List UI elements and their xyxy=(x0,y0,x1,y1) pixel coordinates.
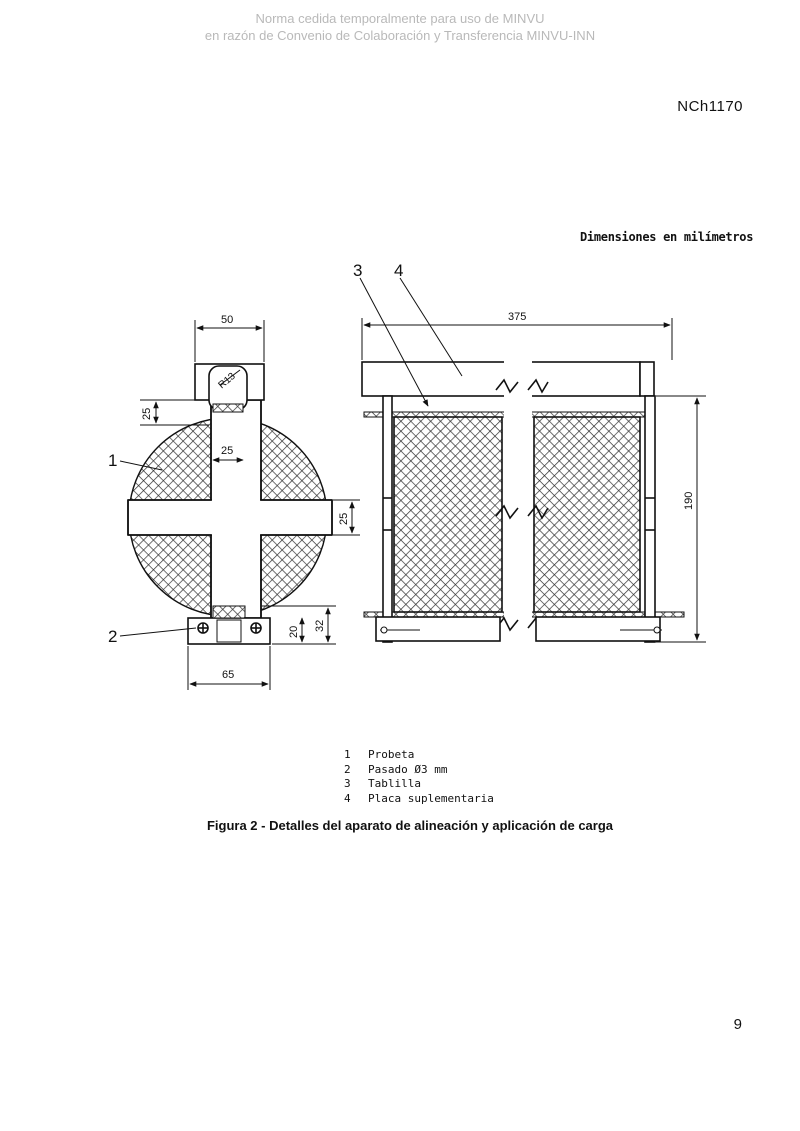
callout-1: 1 xyxy=(108,451,117,470)
legend-number: 3 xyxy=(344,777,351,790)
dimension-190: 190 xyxy=(683,492,695,510)
callout-2: 2 xyxy=(108,627,117,646)
dimension-20: 20 xyxy=(288,626,300,638)
figure-legend: 1 Probeta 2 Pasado Ø3 mm 3 Tablilla 4 Placa … xyxy=(344,748,494,806)
legend-item: 1 Probeta xyxy=(344,748,494,763)
legend-item: 3 Tablilla xyxy=(344,777,494,792)
legend-number: 1 xyxy=(344,748,351,761)
page-number: 9 xyxy=(733,1016,742,1033)
front-view-dimensions xyxy=(119,320,360,690)
legend-text: Probeta xyxy=(368,748,415,761)
callout-4: 4 xyxy=(394,261,403,280)
rod-left xyxy=(382,395,393,643)
figure-caption: Figura 2 - Detalles del aparato de aline… xyxy=(206,818,614,833)
side-view xyxy=(361,350,685,643)
specimen-block-left xyxy=(393,416,503,613)
legend-text: Tablilla xyxy=(368,777,421,790)
legend-item: 4 Placa suplementaria xyxy=(344,792,494,807)
front-view xyxy=(127,363,333,645)
units-note: Dimensiones en milímetros xyxy=(580,230,754,244)
legend-text: Placa suplementaria xyxy=(368,791,494,805)
legend-number: 2 xyxy=(344,762,351,776)
rod-right xyxy=(644,395,656,643)
legend-item: 2 Pasado Ø3 mm xyxy=(344,763,494,778)
watermark-line-1: Norma cedida temporalmente para uso de M… xyxy=(255,11,545,26)
watermark-line-2: en razón de Convenio de Colaboración y T… xyxy=(204,28,596,43)
dimension-375: 375 xyxy=(508,311,526,323)
side-view-dimensions xyxy=(359,277,706,643)
top-plate xyxy=(361,361,641,397)
specimen-block-right xyxy=(533,416,641,613)
dimension-25-arm: 25 xyxy=(338,513,350,525)
legend-text: Pasado Ø3 mm xyxy=(368,762,448,776)
dimension-25-vertical: 25 xyxy=(141,408,153,420)
standard-code: NCh1170 xyxy=(677,98,743,115)
legend-number: 4 xyxy=(344,791,351,805)
dimension-32: 32 xyxy=(314,620,326,632)
dimension-50: 50 xyxy=(221,314,233,326)
callout-3: 3 xyxy=(353,261,362,280)
dimension-25-horizontal: 25 xyxy=(221,445,233,457)
dimension-65: 65 xyxy=(222,669,234,681)
